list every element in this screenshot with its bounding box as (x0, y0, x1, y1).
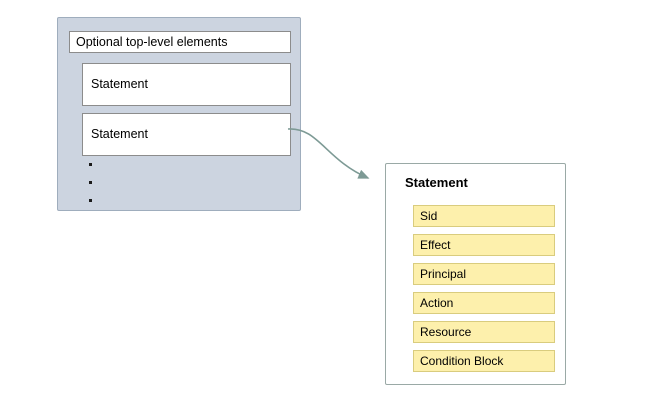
ellipsis-dot-2 (89, 181, 92, 184)
ellipsis-dot-1 (89, 163, 92, 166)
top-level-elements-label: Optional top-level elements (76, 34, 228, 49)
policy-panel: Optional top-level elements Statement St… (57, 17, 301, 211)
field-label-principal: Principal (420, 267, 467, 281)
statement-box-2-label: Statement (91, 127, 148, 142)
field-row-resource: Resource (413, 321, 555, 343)
statement-detail-title: Statement (405, 175, 468, 190)
ellipsis-dot-3 (89, 199, 92, 202)
field-label-action: Action (420, 296, 454, 310)
field-row-sid: Sid (413, 205, 555, 227)
top-level-elements-box: Optional top-level elements (69, 31, 291, 53)
field-row-effect: Effect (413, 234, 555, 256)
field-row-condition-block: Condition Block (413, 350, 555, 372)
field-label-resource: Resource (420, 325, 472, 339)
statement-field-list: Sid Effect Principal Action Resource Con… (413, 205, 555, 379)
field-label-condition-block: Condition Block (420, 354, 504, 368)
statement-box-1: Statement (82, 63, 291, 106)
statement-box-1-label: Statement (91, 77, 148, 92)
vertical-ellipsis-icon (89, 161, 99, 223)
field-row-action: Action (413, 292, 555, 314)
field-row-principal: Principal (413, 263, 555, 285)
field-label-effect: Effect (420, 238, 451, 252)
statement-detail-panel: Statement Sid Effect Principal Action Re… (385, 163, 566, 385)
statement-box-2: Statement (82, 113, 291, 156)
field-label-sid: Sid (420, 209, 438, 223)
